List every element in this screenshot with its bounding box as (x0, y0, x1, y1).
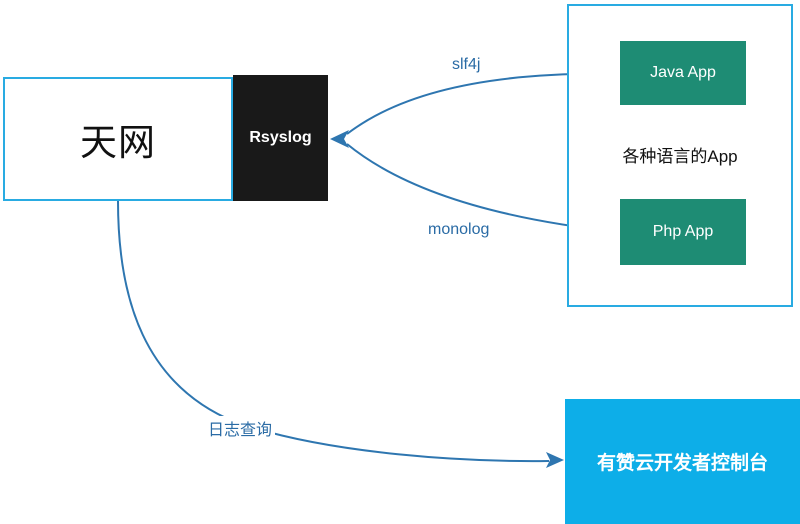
skynet-label: 天网 (80, 122, 156, 163)
console-label: 有赞云开发者控制台 (596, 453, 768, 474)
console-node: 有赞云开发者控制台 (565, 399, 800, 524)
java-app-label: Java App (650, 64, 716, 81)
rsyslog-node: Rsyslog (233, 75, 328, 201)
edge-label-log-query: 日志查询 (205, 416, 276, 440)
edge-label-monolog: monolog (428, 221, 490, 238)
apps-group-caption: 各种语言的App (567, 142, 793, 166)
java-app-node: Java App (620, 41, 746, 105)
skynet-node: 天网 (3, 77, 233, 201)
rsyslog-label: Rsyslog (249, 129, 312, 146)
edge-label-slf4j: slf4j (452, 56, 481, 73)
arrowhead-into-rsyslog (330, 130, 349, 148)
apps-group-caption-text: 各种语言的App (622, 146, 738, 166)
edge-log-query-path (117, 200, 550, 463)
php-app-label: Php App (652, 223, 714, 240)
php-app-node: Php App (620, 199, 746, 265)
arrowhead-into-console (546, 452, 564, 468)
